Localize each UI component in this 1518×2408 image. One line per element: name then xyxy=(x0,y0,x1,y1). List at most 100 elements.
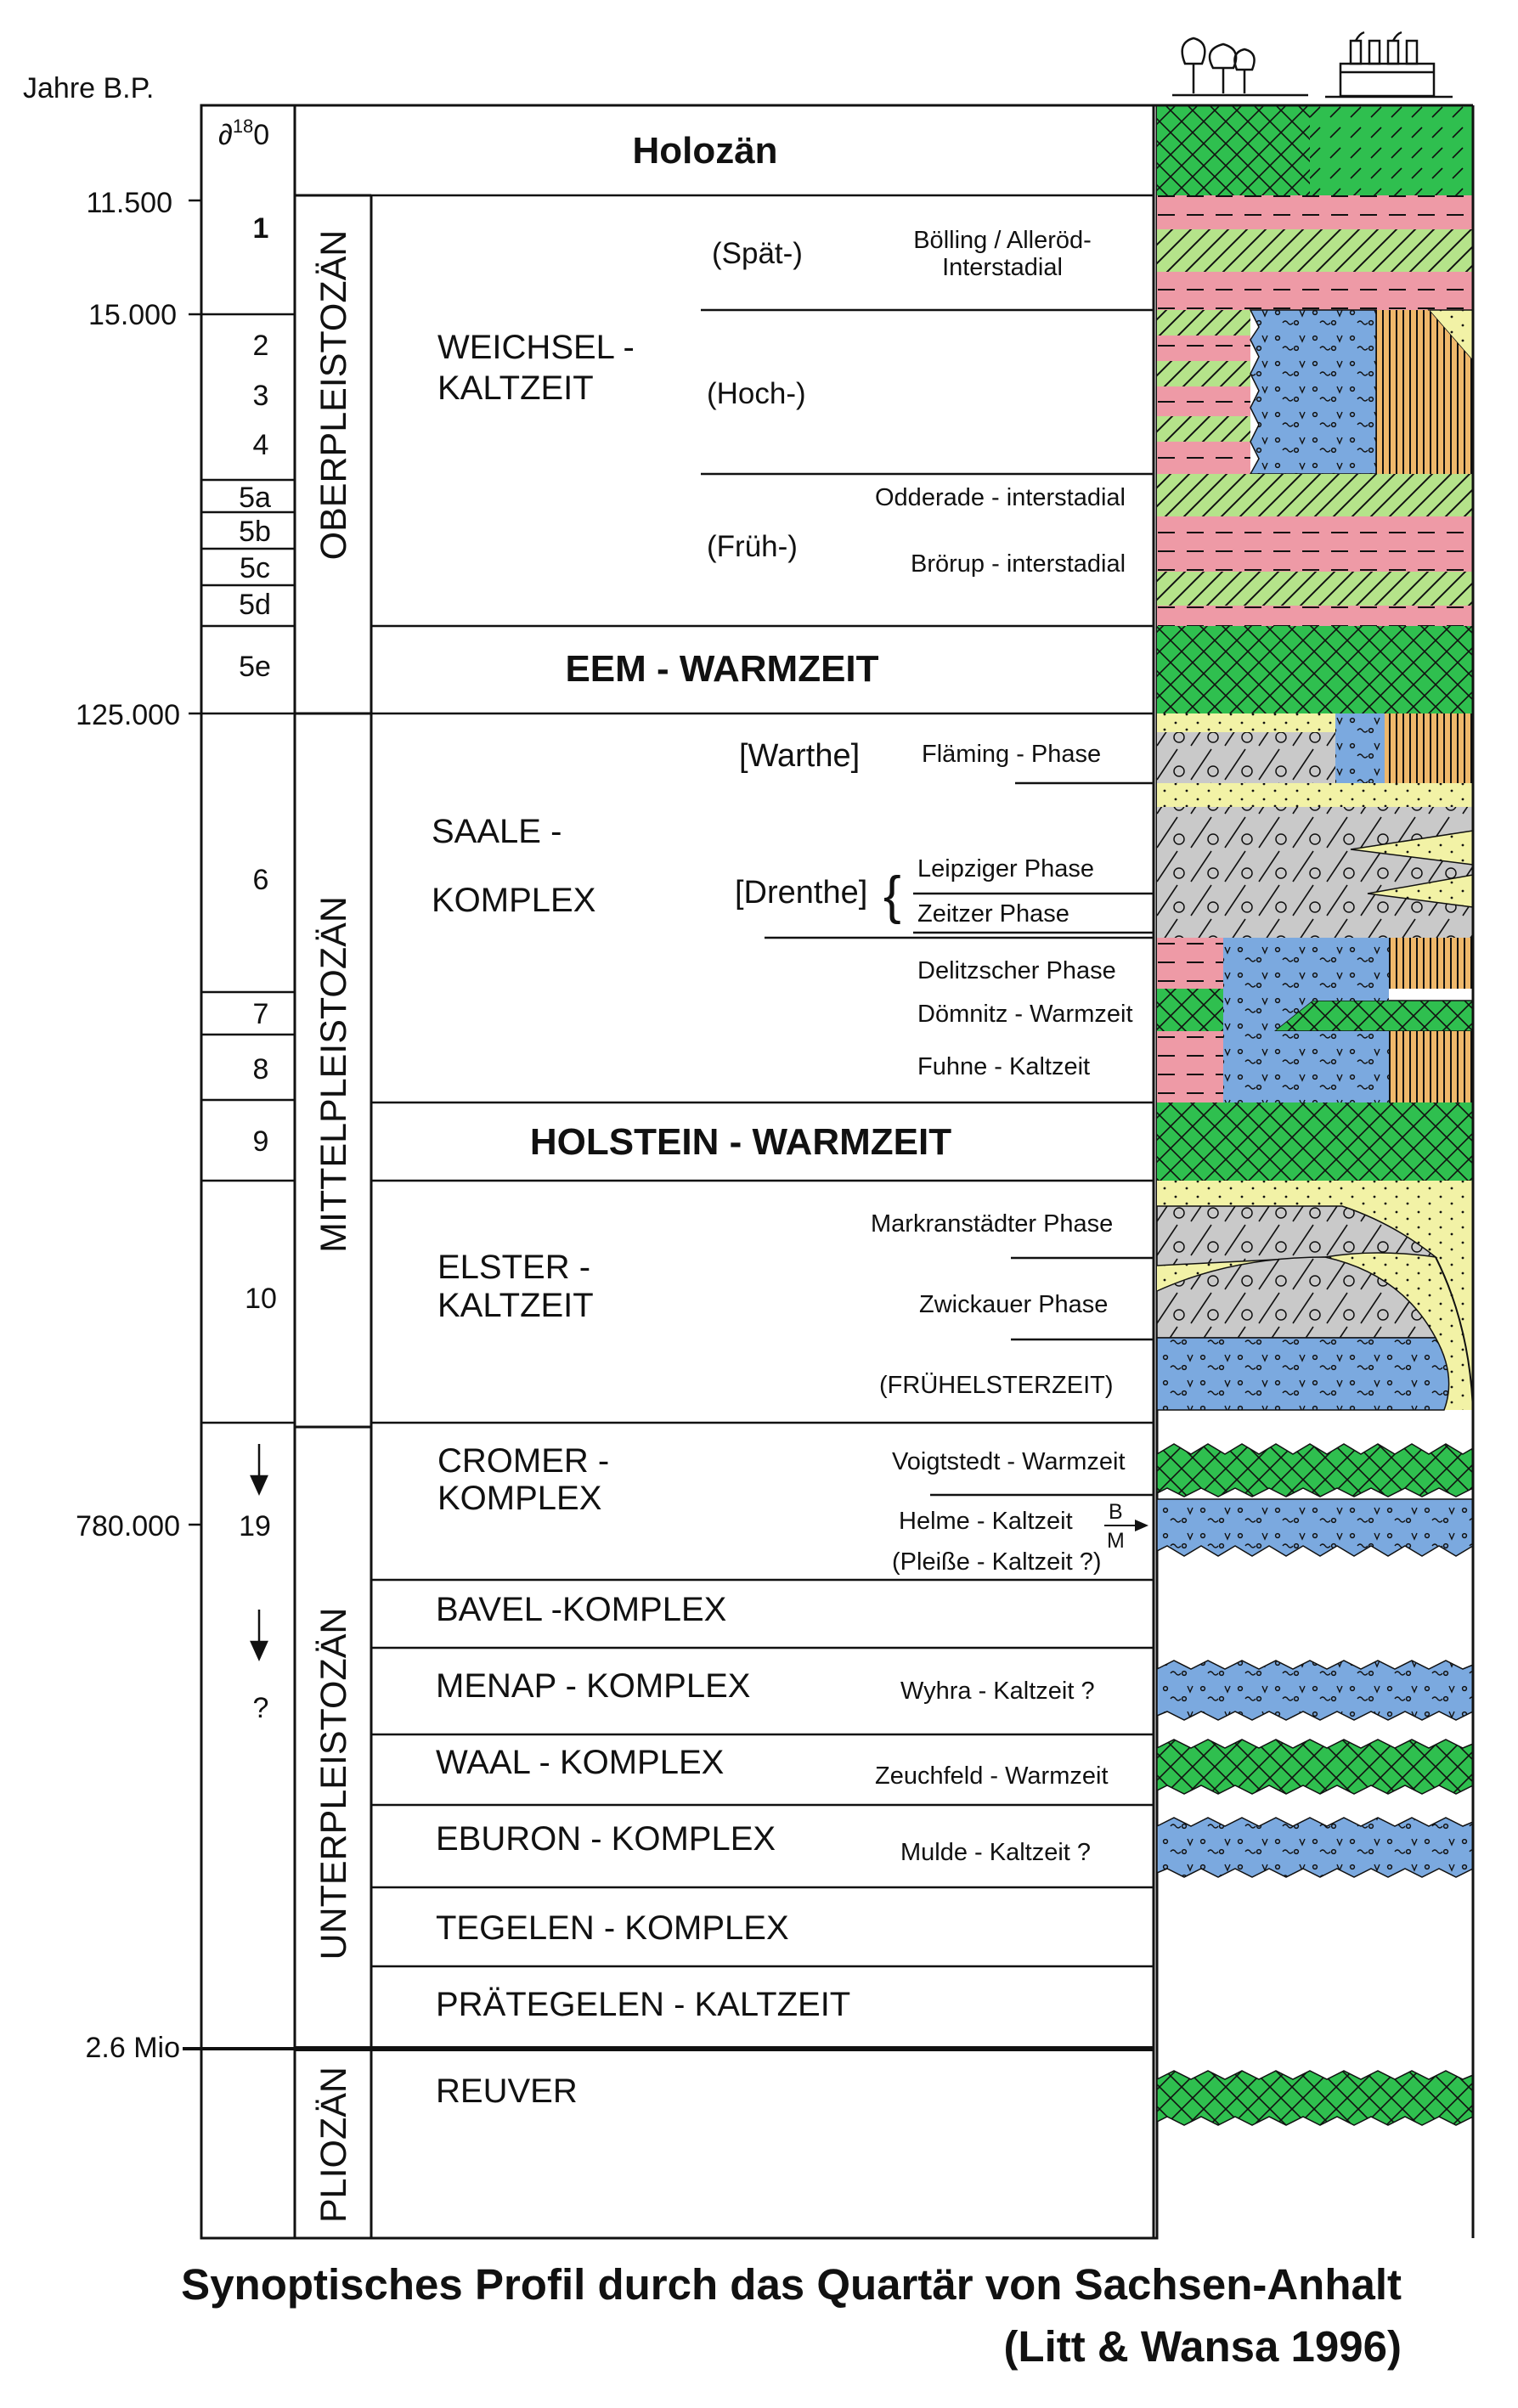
lithology-fluvial-layer xyxy=(1156,1660,1474,1721)
isotope-stages: 1 2 3 4 5a 5b 5c 5d 5e 6 7 8 9 10 19 ? xyxy=(239,212,277,1724)
lithology-gravel-layer xyxy=(1385,713,1473,783)
down-arrow-icon xyxy=(250,1610,268,1662)
stage-label: WAAL - KOMPLEX xyxy=(436,1744,724,1781)
isotope-tail: 0 xyxy=(253,119,269,151)
lithology-warm-layer xyxy=(1157,105,1310,195)
isotope-stage: ? xyxy=(253,1692,269,1724)
substage-label: (Früh-) xyxy=(707,530,798,563)
stage-label: KOMPLEX xyxy=(437,1480,601,1517)
lithology-sand-layer xyxy=(1157,783,1473,807)
stage-label: REUVER xyxy=(436,2072,578,2110)
phase-label: Bölling / Alleröd- xyxy=(913,227,1092,254)
bm-top-label: B xyxy=(1109,1500,1123,1524)
isotope-symbol: ∂ xyxy=(218,119,233,151)
stage-label: HOLSTEIN - WARMZEIT xyxy=(530,1121,951,1163)
lithology-gravel-layer xyxy=(1389,1031,1473,1102)
phase-label: Zwickauer Phase xyxy=(919,1291,1108,1318)
phase-label: Brörup - interstadial xyxy=(911,550,1126,578)
isotope-stage: 8 xyxy=(253,1053,269,1086)
phase-label: Dömnitz - Warmzeit xyxy=(917,1001,1133,1028)
lithology-warm-layer xyxy=(1156,2070,1474,2126)
isotope-header: ∂180 xyxy=(218,116,269,151)
lithology-warm-layer xyxy=(1310,105,1473,195)
lithology-interstadial-layer xyxy=(1157,229,1473,272)
lithology-fluvial-layer xyxy=(1223,989,1389,1031)
lithology-fluvial-layer xyxy=(1156,1498,1474,1557)
lithology-loess-layer xyxy=(1157,336,1250,361)
isotope-stage: 2 xyxy=(253,330,269,362)
lithology-fluvial-layer xyxy=(1156,1817,1474,1878)
isotope-stage: 5b xyxy=(239,516,271,548)
phase-lines xyxy=(701,308,1154,1497)
isotope-dividers xyxy=(201,313,295,1424)
stage-label: BAVEL -KOMPLEX xyxy=(436,1591,726,1628)
lithology-loess-layer xyxy=(1157,272,1473,310)
isotope-stage: 9 xyxy=(253,1125,269,1158)
lithology-loess-layer xyxy=(1157,442,1250,474)
age-axis: Jahre B.P. 11.500 15.000 125.000 780.000… xyxy=(23,72,180,2064)
age-label: 125.000 xyxy=(76,699,180,731)
isotope-superscript: 18 xyxy=(233,116,253,137)
lithology-till-layer xyxy=(1156,1205,1438,1266)
substage-label: [Drenthe] xyxy=(735,875,867,911)
stage-label: KALTZEIT xyxy=(437,369,594,407)
caption-title: Synoptisches Profil durch das Quartär vo… xyxy=(181,2260,1402,2309)
lithology-interstadial-layer xyxy=(1157,310,1250,336)
stage-dividers xyxy=(295,194,1154,1968)
phase-label: Fuhne - Kaltzeit xyxy=(917,1053,1090,1080)
lithology-warm-layer xyxy=(1156,1739,1474,1795)
stage-label: WEICHSEL - xyxy=(437,329,635,366)
phase-label: Fläming - Phase xyxy=(922,741,1101,768)
lithology-column xyxy=(1156,104,1475,2238)
lithology-interstadial-layer xyxy=(1157,474,1473,516)
lithology-loess-layer xyxy=(1157,1031,1223,1102)
lithology-warm-layer xyxy=(1156,1443,1474,1497)
stage-label: MENAP - KOMPLEX xyxy=(436,1667,750,1705)
isotope-stage: 1 xyxy=(253,212,269,245)
isotope-stage: 7 xyxy=(253,998,269,1030)
lithology-interstadial-layer xyxy=(1157,361,1250,386)
series-label: MITTELPLEISTOZÄN xyxy=(313,896,354,1253)
stage-label: EEM - WARMZEIT xyxy=(565,648,878,690)
svg-text:∂180: ∂180 xyxy=(218,116,269,151)
age-label: 15.000 xyxy=(88,299,177,331)
stage-label: Holozän xyxy=(632,130,777,172)
caption-source: (Litt & Wansa 1996) xyxy=(1003,2322,1402,2371)
phase-label: Markranstädter Phase xyxy=(871,1210,1113,1238)
age-label: 11.500 xyxy=(87,187,172,219)
lithology-gravel-layer xyxy=(1389,938,1473,989)
lithology-loess-layer xyxy=(1157,606,1473,626)
series-label: OBERPLEISTOZÄN xyxy=(313,230,354,561)
lithology-warm-layer xyxy=(1157,1102,1473,1181)
bm-bottom-label: M xyxy=(1107,1529,1125,1553)
isotope-stage: 6 xyxy=(253,864,269,896)
phase-label: Helme - Kaltzeit xyxy=(899,1508,1073,1535)
lithology-loess-layer xyxy=(1157,938,1223,989)
isotope-arrows xyxy=(250,1444,268,1662)
lithology-till-layer xyxy=(1157,807,1473,938)
phase-label: Wyhra - Kaltzeit ? xyxy=(900,1678,1095,1705)
lithology-fluvial-layer xyxy=(1223,938,1389,989)
series-label: UNTERPLEISTOZÄN xyxy=(313,1608,354,1960)
substage-labels: (Spät-) (Hoch-) (Früh-) [Warthe] [Drenth… xyxy=(707,237,901,925)
lithology-fluvial-layer xyxy=(1156,1337,1450,1411)
lithology-interstadial-layer xyxy=(1157,416,1250,442)
phase-label: Voigtstedt - Warmzeit xyxy=(892,1448,1126,1475)
figure-caption: Synoptisches Profil durch das Quartär vo… xyxy=(181,2260,1402,2371)
lithology-sand-layer xyxy=(1429,310,1473,474)
lithology-warm-layer xyxy=(1157,626,1473,713)
age-label: 2.6 Mio xyxy=(86,2032,181,2064)
lithology-loess-layer xyxy=(1157,516,1473,542)
lithology-loess-layer xyxy=(1157,386,1250,416)
lithology-fluvial-layer xyxy=(1249,309,1377,475)
lithology-sand-edge xyxy=(1435,1256,1474,1411)
series-labels: OBERPLEISTOZÄN MITTELPLEISTOZÄN UNTERPLE… xyxy=(313,230,354,2223)
stage-label: KALTZEIT xyxy=(437,1287,594,1324)
stage-labels: Holozän WEICHSEL - KALTZEIT EEM - WARMZE… xyxy=(432,130,951,2110)
stage-label: ELSTER - xyxy=(437,1249,590,1286)
drenthe-brace: { xyxy=(883,866,901,925)
brunhes-matuyama-marker: B M xyxy=(1104,1500,1148,1553)
age-label: 780.000 xyxy=(76,1510,180,1542)
stage-label: KOMPLEX xyxy=(432,882,595,919)
